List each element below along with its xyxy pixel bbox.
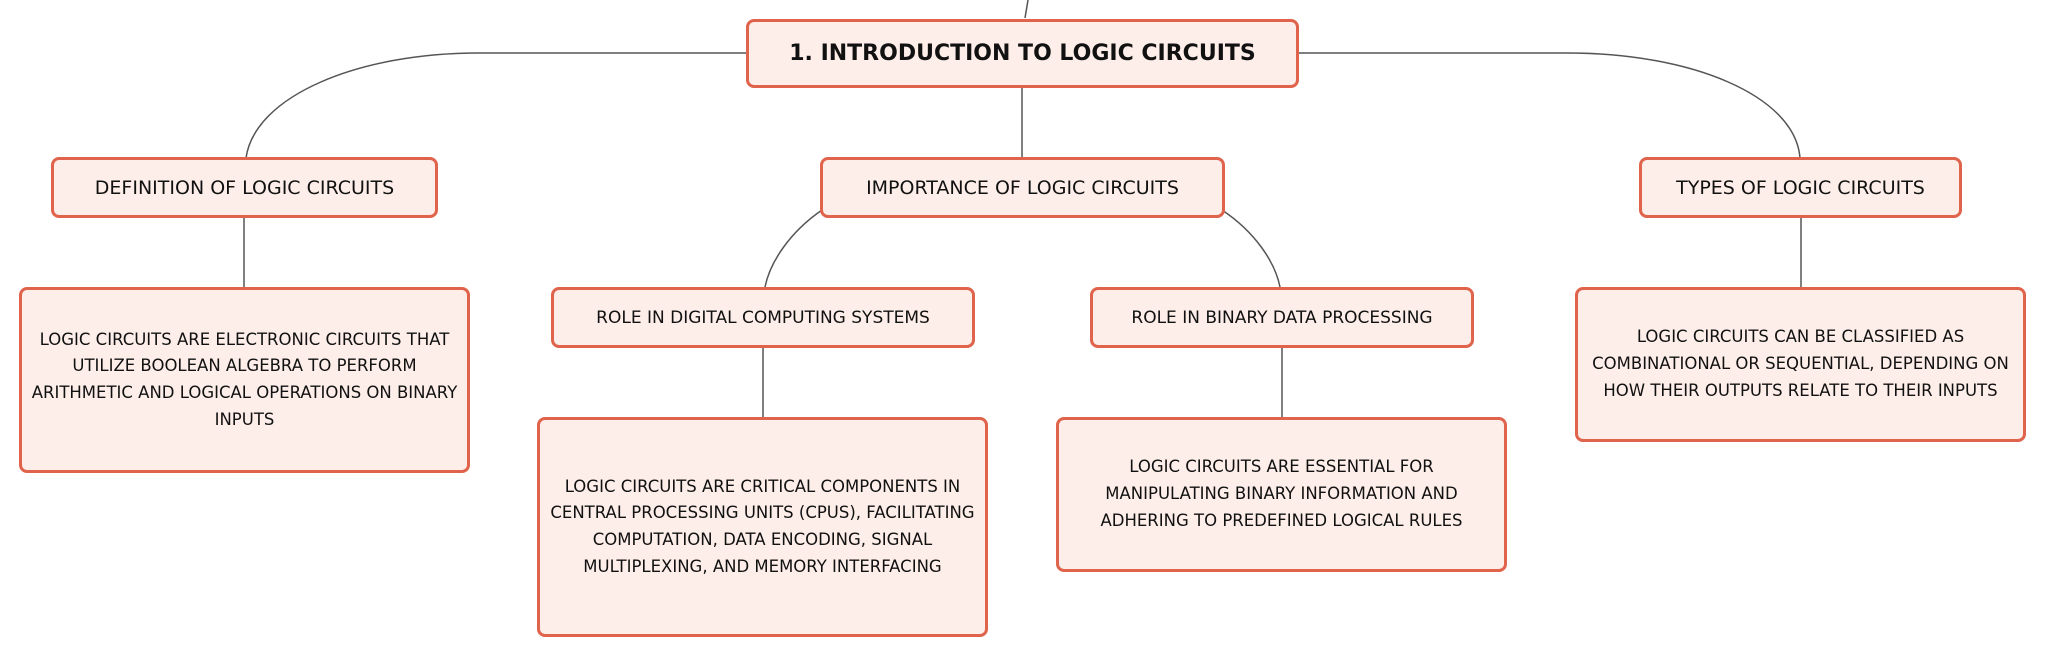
types-details[interactable]: LOGIC CIRCUITS CAN BE CLASSIFIED AS COMB… bbox=[1575, 287, 2026, 442]
root-node[interactable]: 1. INTRODUCTION TO LOGIC CIRCUITS bbox=[746, 19, 1299, 88]
connector-importance-computing bbox=[764, 209, 823, 288]
connector-root-definition bbox=[245, 52, 748, 159]
binary-processing-details-text: LOGIC CIRCUITS ARE ESSENTIAL FOR MANIPUL… bbox=[1100, 457, 1463, 530]
topic-importance[interactable]: IMPORTANCE OF LOGIC CIRCUITS bbox=[820, 157, 1225, 218]
binary-processing-details[interactable]: LOGIC CIRCUITS ARE ESSENTIAL FOR MANIPUL… bbox=[1056, 417, 1507, 572]
types-details-text: LOGIC CIRCUITS CAN BE CLASSIFIED AS COMB… bbox=[1592, 327, 2009, 400]
topic-definition[interactable]: DEFINITION OF LOGIC CIRCUITS bbox=[51, 157, 438, 218]
topic-types[interactable]: TYPES OF LOGIC CIRCUITS bbox=[1639, 157, 1962, 218]
connector-root-types bbox=[1298, 52, 1801, 159]
subtopic-digital-computing-label: ROLE IN DIGITAL COMPUTING SYSTEMS bbox=[596, 307, 930, 328]
topic-importance-label: IMPORTANCE OF LOGIC CIRCUITS bbox=[866, 176, 1179, 199]
digital-computing-details-text: LOGIC CIRCUITS ARE CRITICAL COMPONENTS I… bbox=[550, 476, 975, 576]
topic-definition-label: DEFINITION OF LOGIC CIRCUITS bbox=[94, 176, 395, 199]
subtopic-binary-processing-label: ROLE IN BINARY DATA PROCESSING bbox=[1131, 307, 1433, 328]
subtopic-digital-computing[interactable]: ROLE IN DIGITAL COMPUTING SYSTEMS bbox=[551, 287, 975, 348]
root-node-label: 1. INTRODUCTION TO LOGIC CIRCUITS bbox=[789, 41, 1256, 66]
connector-importance-binary bbox=[1221, 209, 1281, 288]
connector-incoming bbox=[1024, 0, 1029, 19]
definition-details[interactable]: LOGIC CIRCUITS ARE ELECTRONIC CIRCUITS T… bbox=[19, 287, 470, 473]
digital-computing-details[interactable]: LOGIC CIRCUITS ARE CRITICAL COMPONENTS I… bbox=[537, 417, 988, 637]
subtopic-binary-processing[interactable]: ROLE IN BINARY DATA PROCESSING bbox=[1090, 287, 1474, 348]
definition-details-text: LOGIC CIRCUITS ARE ELECTRONIC CIRCUITS T… bbox=[31, 329, 458, 429]
topic-types-label: TYPES OF LOGIC CIRCUITS bbox=[1676, 176, 1925, 199]
